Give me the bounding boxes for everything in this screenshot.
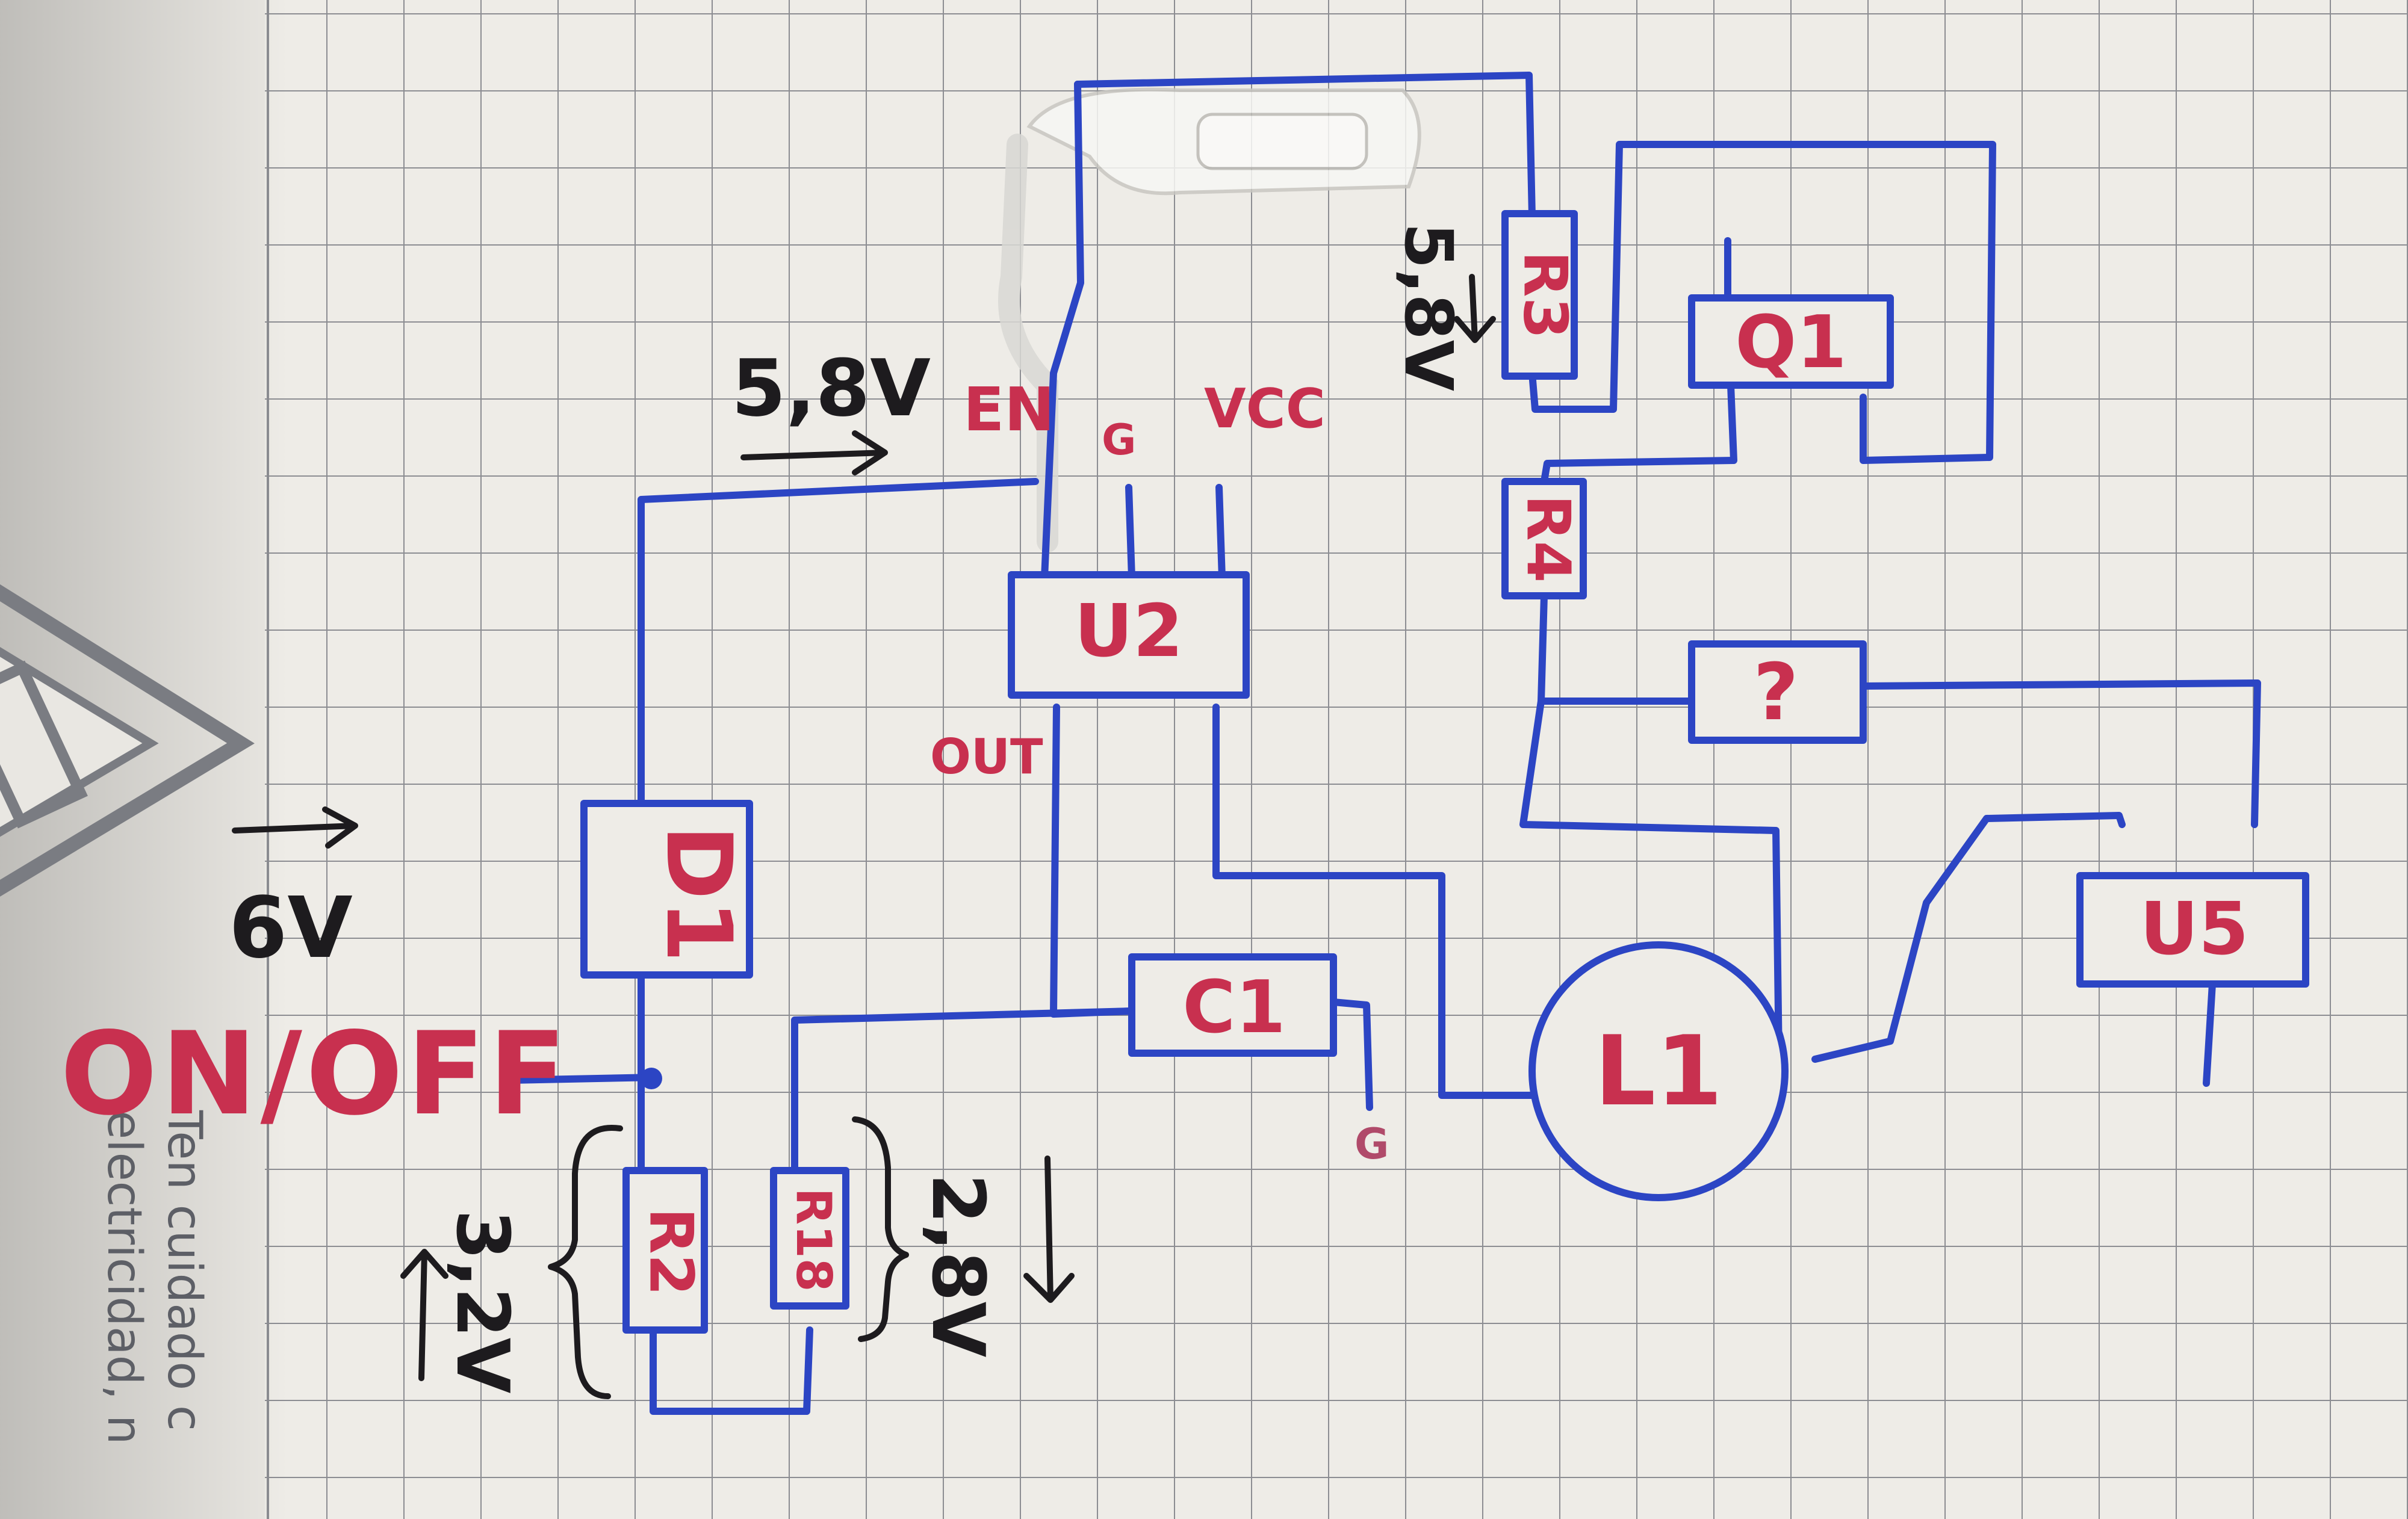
label-unknown: ? <box>1753 646 1798 738</box>
notebook-text-line2: electricidad, n <box>97 1110 151 1444</box>
brace-r2 <box>548 1124 623 1399</box>
label-d1: D1 <box>646 825 751 963</box>
c1-body <box>1128 953 1337 1057</box>
pin-g: G <box>1102 415 1136 465</box>
arrow-up-icon <box>400 1249 448 1381</box>
warning-triangle-icon <box>0 584 255 897</box>
pin-vcc: VCC <box>1204 377 1326 441</box>
u5-body <box>2076 872 2309 988</box>
voltage-r18: 2,8V <box>916 1174 999 1358</box>
r18-body <box>770 1167 849 1310</box>
voltage-r2: 3,2V <box>440 1210 524 1394</box>
label-l1: L1 <box>1594 1015 1722 1127</box>
voltage-r3: 5,8V <box>1390 223 1467 391</box>
wiring <box>505 72 2261 1415</box>
arrow-down-icon <box>1454 274 1496 343</box>
label-r4: R4 <box>1513 495 1584 583</box>
arrow-right-icon <box>232 806 358 849</box>
voltage-supply: 6V <box>229 879 353 977</box>
on-off-label: ON/OFF <box>60 1007 570 1140</box>
component-boxes <box>580 210 2309 1334</box>
l1-body <box>1528 941 1789 1201</box>
pin-en: EN <box>963 374 1055 445</box>
label-r18: R18 <box>786 1188 842 1292</box>
label-u2: U2 <box>1075 590 1184 673</box>
annotation-strokes <box>232 274 1496 1399</box>
label-r2: R2 <box>636 1208 707 1296</box>
label-u5: U5 <box>2140 888 2249 971</box>
junction-dot <box>641 1068 662 1089</box>
r2-body <box>622 1167 708 1334</box>
label-r3: R3 <box>1510 251 1581 339</box>
q1-body <box>1688 294 1894 389</box>
u2-body <box>1008 571 1250 699</box>
label-c1: C1 <box>1182 966 1286 1050</box>
notebook-text-line1: Ten cuidado c <box>157 1110 211 1431</box>
brace-r18 <box>852 1116 909 1342</box>
r4-body <box>1501 478 1587 599</box>
glue-smear <box>998 87 1421 552</box>
arrow-down-icon <box>1023 1155 1075 1303</box>
voltage-en: 5,8V <box>731 342 931 434</box>
label-q1: Q1 <box>1735 301 1847 385</box>
unknown-body <box>1688 640 1867 744</box>
r3-body <box>1501 210 1578 380</box>
arrow-right-icon <box>740 430 888 475</box>
pin-out: OUT <box>930 729 1043 785</box>
ground-label: G <box>1354 1119 1389 1169</box>
voltage-annotations: 5,8V 5,8V 6V 3,2V 2,8V <box>229 223 1467 1394</box>
d1-body <box>580 800 753 979</box>
